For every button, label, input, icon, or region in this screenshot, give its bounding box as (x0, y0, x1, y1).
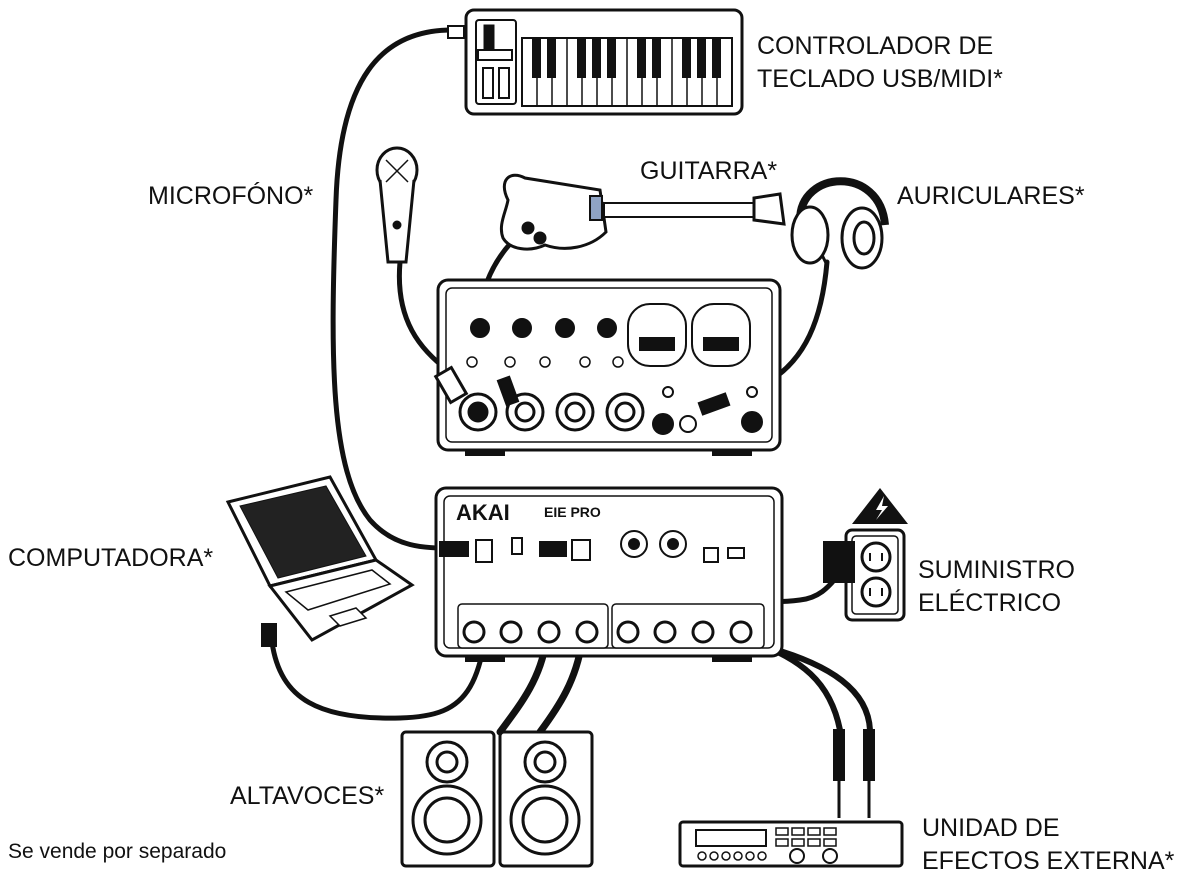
brand-logo: AKAI (456, 500, 510, 525)
warning-triangle-icon (852, 488, 908, 524)
keyboard-usb-cable (330, 27, 455, 551)
interface-back-panel: AKAI EIE PRO (434, 486, 784, 662)
speaker-left (400, 730, 496, 868)
keyboard-label-line2: TECLADO USB/MIDI* (757, 65, 1003, 93)
guitar (499, 173, 786, 251)
effects-cable-b (767, 645, 873, 733)
speaker-right (498, 730, 594, 868)
effects-unit (678, 729, 904, 868)
guitar-label: GUITARRA* (640, 157, 778, 185)
effects-label-line2: EFECTOS EXTERNA* (922, 847, 1175, 875)
interface-front-panel (433, 278, 782, 456)
speakers-label: ALTAVOCES* (230, 782, 385, 810)
power-label-line2: ELÉCTRICO (918, 589, 1062, 617)
headphones-label: AURICULARES* (897, 182, 1085, 210)
model-logo: EIE PRO (544, 504, 601, 520)
keyboard-controller (447, 8, 744, 116)
power-label: SUMINISTRO ELÉCTRICO (918, 554, 1075, 620)
laptop (225, 475, 415, 647)
effects-label-line1: UNIDAD DE (922, 814, 1060, 842)
wall-outlet (823, 528, 906, 622)
microphone (375, 146, 419, 264)
footnote: Se vende por separado (8, 840, 227, 863)
microphone-label: MICROFÓNO* (148, 182, 314, 210)
power-label-line1: SUMINISTRO (918, 556, 1075, 584)
headphones (790, 177, 889, 270)
keyboard-label-line1: CONTROLADOR DE (757, 32, 994, 60)
computer-label: COMPUTADORA* (8, 544, 214, 572)
keyboard-label: CONTROLADOR DE TECLADO USB/MIDI* (757, 30, 1003, 96)
effects-label: UNIDAD DE EFECTOS EXTERNA* (922, 812, 1174, 878)
